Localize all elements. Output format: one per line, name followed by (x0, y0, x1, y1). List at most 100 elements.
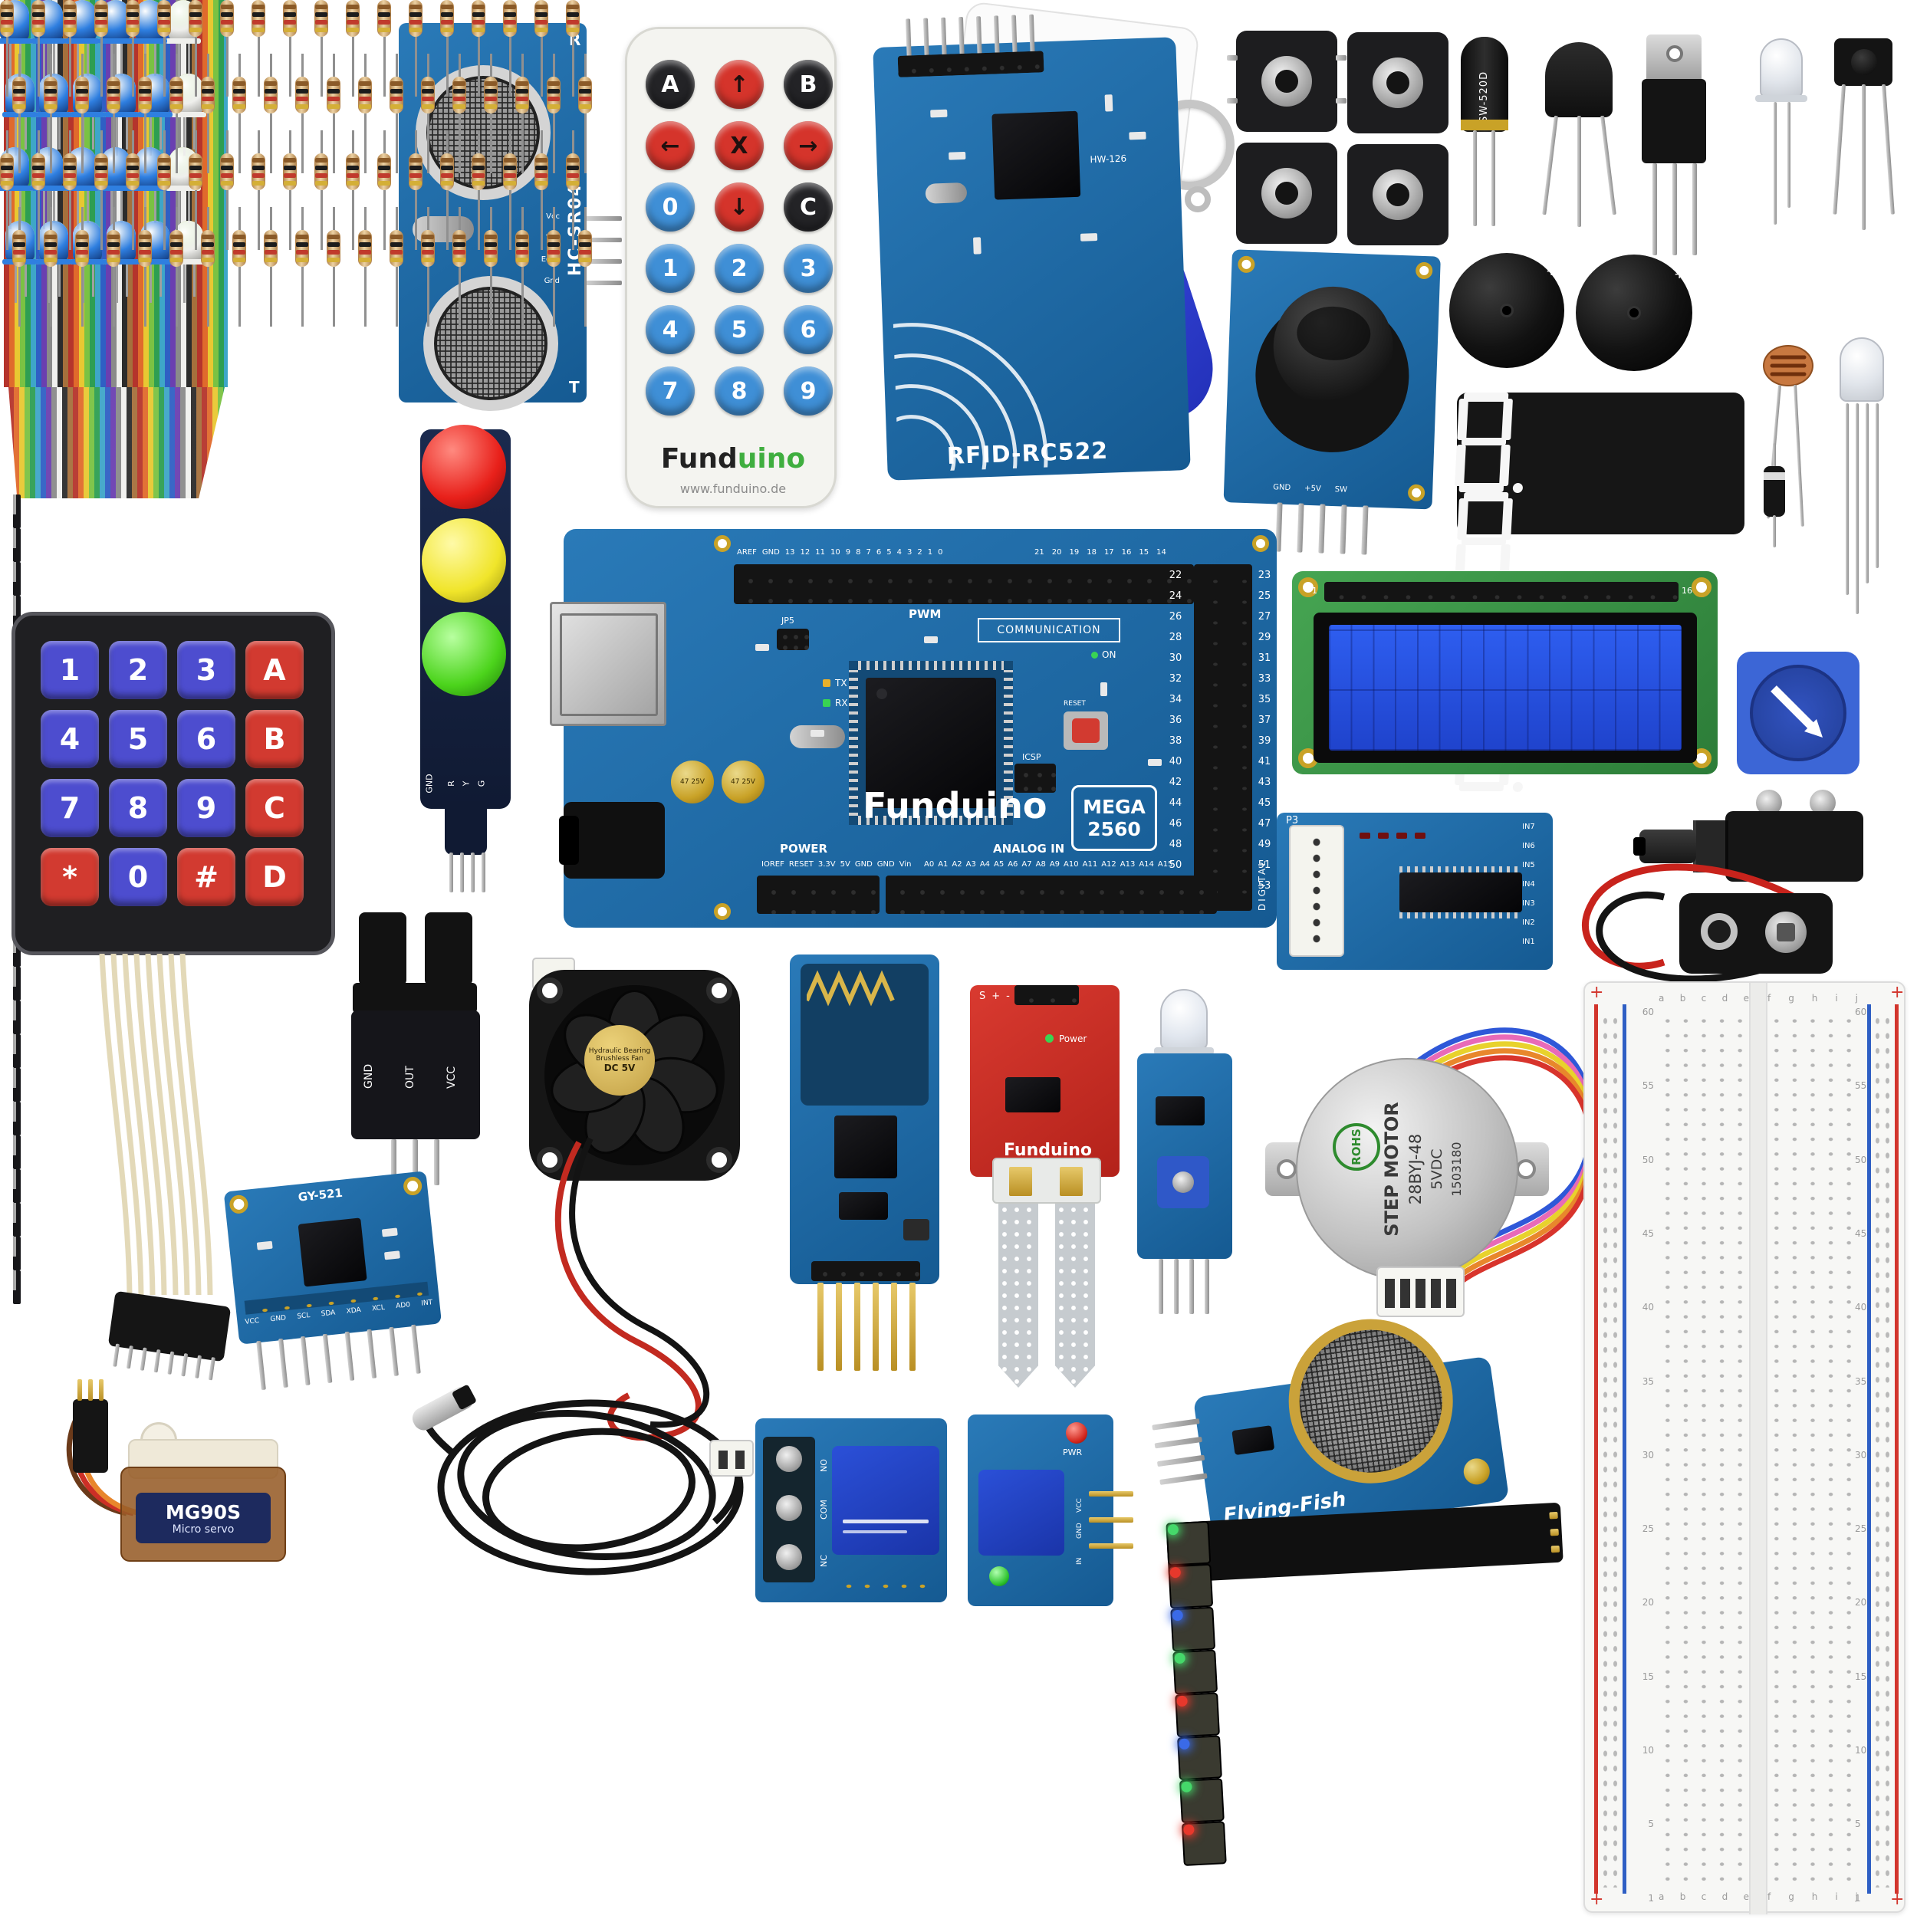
column-letter: j (1855, 993, 1858, 1004)
color-band (504, 181, 516, 186)
color-band (158, 12, 170, 17)
column-letter: j (1855, 1891, 1858, 1902)
color-band (252, 28, 265, 32)
color-band (485, 97, 497, 101)
frame-hole (537, 1147, 563, 1173)
button-cap (1373, 58, 1423, 108)
color-band (390, 250, 403, 255)
label-line1: STEP MOTOR (1381, 1102, 1402, 1237)
pcb-antenna (807, 970, 895, 1007)
jumper-connector (13, 1169, 21, 1203)
color-band (547, 258, 560, 262)
jumper-connector (13, 1001, 21, 1034)
color-band (64, 173, 76, 178)
color-band (347, 173, 359, 178)
voltage-regulator (1637, 34, 1711, 257)
motor-label: STEP MOTOR 28BYJ-48 5VDC 1503180 (1346, 1085, 1499, 1254)
segment (1463, 393, 1509, 402)
led-leg (15, 264, 17, 303)
remote-button: → (784, 121, 833, 170)
led-leg (87, 191, 89, 223)
lead (352, 190, 354, 250)
pin (958, 16, 965, 56)
jumper-pin (13, 596, 16, 616)
lead (195, 37, 197, 97)
color-band (1, 28, 13, 32)
lead (446, 130, 449, 153)
color-band (107, 97, 120, 101)
keyring-link (1185, 186, 1211, 212)
color-band (64, 181, 76, 186)
mount-hole (1692, 577, 1711, 597)
jumper-connector (13, 1270, 21, 1304)
color-band (347, 28, 359, 32)
analog-pin-label: A1 (938, 860, 949, 869)
pin-label: 17 (1103, 548, 1114, 557)
pin-label: OUT (404, 1066, 416, 1089)
color-band (32, 20, 44, 25)
led-leg (25, 264, 27, 297)
dome-flange (1154, 1047, 1214, 1055)
column-letter: e (1743, 993, 1749, 1004)
pin-label: 5 (886, 548, 892, 557)
led-leg (43, 44, 45, 82)
button-cap (1261, 168, 1312, 219)
row-number: 25 (1642, 1523, 1654, 1535)
reset-button (1064, 711, 1108, 750)
color-band (315, 20, 327, 25)
moisture-probe-fork (975, 1158, 1117, 1411)
led-flange (98, 186, 133, 191)
pin (300, 1336, 311, 1386)
row-number: 5 (1855, 1819, 1861, 1830)
color-band (378, 12, 390, 17)
color-band (472, 12, 485, 17)
analog-pin-label: A7 (1021, 860, 1032, 869)
led-die (1172, 1609, 1184, 1622)
pwr-led (1066, 1422, 1087, 1444)
comparator-chip (1156, 1096, 1205, 1125)
color-band (265, 104, 277, 109)
pin (836, 1283, 842, 1371)
pin (1152, 1418, 1200, 1431)
pin (854, 1283, 860, 1371)
color-band (265, 242, 277, 247)
lead (584, 54, 587, 77)
lead (521, 267, 524, 327)
keypad-key: D (245, 848, 304, 906)
leg (1773, 443, 1776, 468)
digital-pin-number: 45 (1258, 797, 1271, 809)
led-leg (183, 117, 186, 156)
mpu6050-chip (298, 1217, 367, 1287)
color-band (516, 97, 528, 101)
push-button (1236, 143, 1337, 244)
keypad-key: 9 (177, 779, 235, 837)
color-band (95, 28, 107, 32)
pin-header (811, 1261, 920, 1281)
pin (322, 1333, 333, 1384)
color-band (378, 20, 390, 25)
color-band (95, 181, 107, 186)
color-band (441, 12, 453, 17)
color-band (359, 104, 371, 109)
push-button (1347, 32, 1448, 133)
jp5-header (777, 629, 809, 650)
sticker-line2: Brushless Fan (596, 1055, 643, 1063)
slot (735, 1451, 745, 1469)
sound-hole (1500, 304, 1514, 317)
column-letter: g (1788, 1891, 1794, 1902)
led-die (1167, 1523, 1179, 1536)
rail-plus: + (1890, 983, 1905, 1002)
rail-line-red (1895, 1004, 1899, 1894)
color-band (139, 97, 151, 101)
color-band (535, 12, 547, 17)
pin-label: 20 (1051, 548, 1062, 557)
segment (1463, 492, 1509, 501)
rx-led (823, 699, 830, 707)
led-dome-clear (1760, 38, 1803, 98)
leg (1846, 403, 1849, 595)
pin-number-last: 16 (1682, 586, 1692, 596)
remote-button: ↓ (715, 182, 764, 232)
